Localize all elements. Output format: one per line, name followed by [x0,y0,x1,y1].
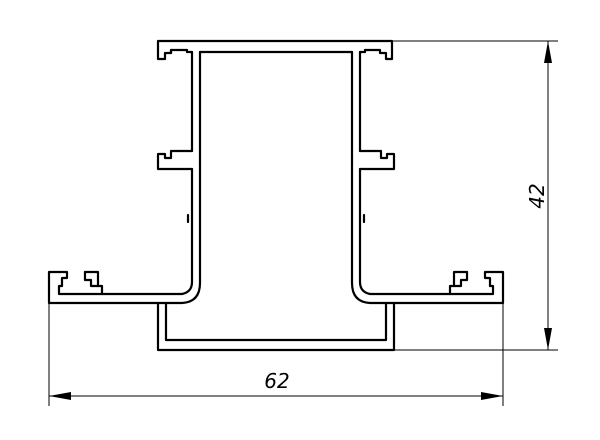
right-wing-flange [392,270,505,305]
width-dimension: 62 [48,303,504,406]
width-arrow-left [49,392,71,400]
right-inner-wall [350,50,396,305]
height-arrow-top [544,41,552,63]
right-outer-wall [358,50,452,296]
bottom-box-outer [156,301,396,352]
left-mid-nub [156,149,194,171]
width-arrow-right [481,392,503,400]
left-inner-wall [156,50,202,305]
profile-section [47,39,505,352]
left-wing-lip [83,270,100,288]
right-wing-lip [452,270,469,288]
height-label: 42 [525,183,549,208]
left-outer-wall [100,50,194,296]
right-mid-nub [358,149,396,171]
left-wing-flange [47,270,160,305]
bottom-box-inner [164,301,388,342]
height-arrow-bottom [544,328,552,350]
width-label: 62 [264,369,289,393]
height-dimension: 42 [392,40,558,351]
